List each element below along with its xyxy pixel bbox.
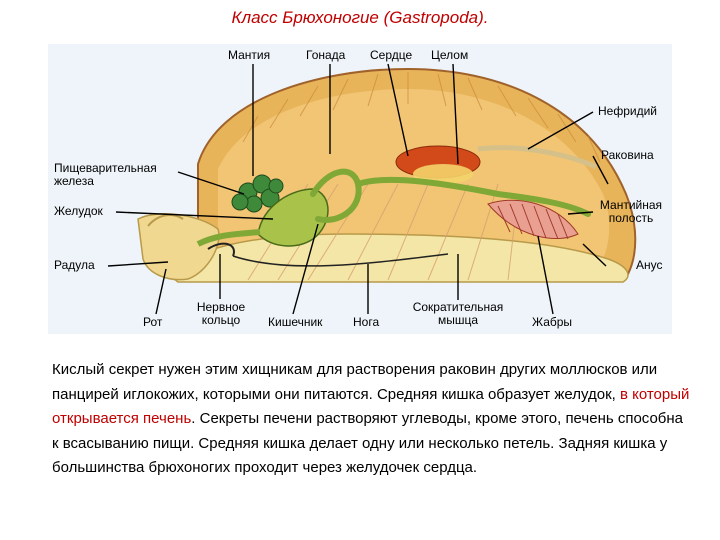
paragraph-text-end: . Секреты печени растворяют углеводы, кр… bbox=[52, 410, 684, 476]
label-mantle-cavity: Мантийная полость bbox=[599, 198, 663, 225]
paragraph-highlight: в который открывается печень bbox=[52, 385, 690, 428]
label-digestive-gland: Пищеварительная железа bbox=[54, 161, 157, 188]
label-heart: Сердце bbox=[370, 48, 413, 62]
label-shell: Раковина bbox=[601, 148, 654, 162]
label-contractile-muscle: Сократительная мышца bbox=[412, 300, 504, 327]
label-foot: Нога bbox=[353, 315, 380, 329]
slide-title: Класс Брюхоногие (Gastropoda). bbox=[231, 8, 489, 27]
gonad-shape bbox=[413, 164, 473, 184]
gastropod-anatomy-figure: Мантия Гонада Сердце Целом Нефридий Рако… bbox=[48, 44, 672, 334]
label-coelom: Целом bbox=[431, 48, 469, 62]
gills-shape bbox=[487, 199, 579, 240]
label-nerve-ring: Нервное кольцо bbox=[196, 300, 246, 327]
esophagus-shape bbox=[196, 229, 261, 247]
paragraph-text-start: Кислый секрет нужен этим хищникам для ра… bbox=[52, 361, 658, 403]
label-anus: Анус bbox=[636, 258, 663, 272]
stomach-shape bbox=[257, 188, 329, 247]
nerve-cord bbox=[232, 253, 449, 267]
label-intestine: Кишечник bbox=[268, 315, 323, 329]
label-mantle: Мантия bbox=[228, 48, 271, 62]
nerve-ring-shape bbox=[207, 242, 235, 257]
label-gonad: Гонада bbox=[306, 48, 346, 62]
gastropod-illustration bbox=[107, 63, 637, 315]
description-paragraph: Кислый секрет нужен этим хищникам для ра… bbox=[52, 358, 692, 481]
nephridium-shape bbox=[477, 145, 598, 170]
label-gills: Жабры bbox=[532, 315, 573, 329]
digestive-gland-shape bbox=[231, 174, 284, 213]
label-mouth: Рот bbox=[143, 315, 163, 329]
label-radula: Радула bbox=[54, 258, 95, 272]
intestine-shape bbox=[310, 168, 591, 223]
label-nephridium: Нефридий bbox=[598, 104, 657, 118]
label-stomach: Желудок bbox=[54, 204, 103, 218]
tentacle-shape bbox=[147, 213, 184, 227]
